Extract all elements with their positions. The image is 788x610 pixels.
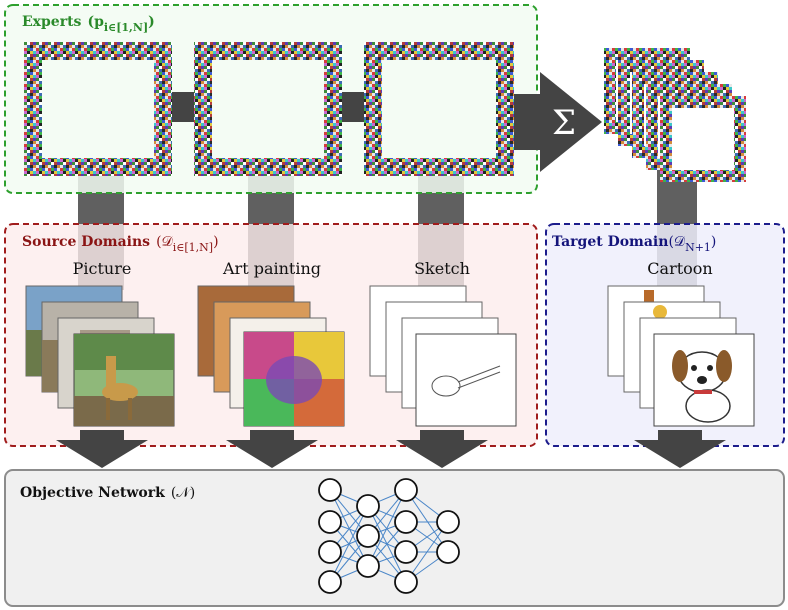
sketch-image-guitar <box>415 333 517 427</box>
nn-edge <box>405 521 449 583</box>
nn-edge <box>329 505 369 583</box>
neural-network <box>318 478 460 594</box>
target-title: Target Domain <box>552 234 668 250</box>
nn-node <box>436 510 460 534</box>
source-close: ) <box>213 234 218 250</box>
sigma-symbol: Σ <box>552 103 576 143</box>
source-subscript: i∈[1,N] <box>173 241 213 254</box>
domain-label-art-painting: Art painting <box>222 259 321 278</box>
experts-formula: (𝐩 <box>87 14 104 30</box>
source-formula: (𝒟 <box>156 234 173 250</box>
domain-label-picture: Picture <box>73 259 132 278</box>
nn-node <box>318 510 342 534</box>
down-arrow-2 <box>226 430 318 468</box>
nn-node <box>318 478 342 502</box>
down-arrow-4 <box>634 430 726 468</box>
experts-subscript: i∈[1,N] <box>104 21 148 34</box>
ensemble-frame-5 <box>660 96 746 182</box>
expert-frames <box>24 42 514 176</box>
picture-stack <box>25 285 175 427</box>
expert-links <box>172 92 364 122</box>
nn-edge <box>405 489 449 553</box>
ensemble-stack <box>604 48 746 182</box>
expert-frame-1 <box>24 42 172 176</box>
expert-frame-2 <box>194 42 342 176</box>
source-domains-label: Source Domains (𝒟i∈[1,N]) <box>22 234 219 254</box>
sum-arrow: Σ <box>514 72 602 172</box>
art-image-elephant <box>243 331 345 427</box>
nn-edge <box>367 489 407 567</box>
nn-node <box>394 478 418 502</box>
art-painting-stack <box>197 285 345 427</box>
nn-node <box>356 554 380 578</box>
objective-network-label: Objective Network (𝒩) <box>20 485 195 501</box>
domain-label-sketch: Sketch <box>414 259 470 278</box>
expert-link-1 <box>172 92 194 122</box>
nn-node <box>318 540 342 564</box>
objective-title: Objective Network <box>20 485 165 501</box>
nn-node <box>436 540 460 564</box>
target-formula: (𝒟 <box>668 234 685 250</box>
down-arrow-1 <box>56 430 148 468</box>
target-subscript: N+1 <box>685 241 711 254</box>
expert-frame-3 <box>364 42 514 176</box>
source-title: Source Domains <box>22 234 150 250</box>
experts-close: ) <box>148 14 155 30</box>
experts-label: Experts (𝐩i∈[1,N]) <box>22 14 155 34</box>
target-domain-label: Target Domain(𝒟N+1) <box>552 234 716 254</box>
nn-edge <box>329 489 369 567</box>
domain-label-cartoon: Cartoon <box>647 259 712 278</box>
target-close: ) <box>711 234 716 250</box>
cartoon-stack <box>607 285 755 427</box>
picture-image-giraffe <box>73 333 175 427</box>
down-arrows <box>56 430 726 468</box>
nn-node <box>318 570 342 594</box>
experts-title: Experts <box>22 14 82 30</box>
expert-link-2 <box>342 92 364 122</box>
nn-node <box>394 570 418 594</box>
nn-node <box>356 524 380 548</box>
nn-node <box>394 540 418 564</box>
cartoon-image-dog <box>653 333 755 427</box>
nn-node <box>356 494 380 518</box>
sketch-stack <box>369 285 517 427</box>
down-arrow-3 <box>396 430 488 468</box>
nn-nodes <box>318 478 460 594</box>
nn-node <box>394 510 418 534</box>
objective-formula: (𝒩) <box>171 485 195 501</box>
